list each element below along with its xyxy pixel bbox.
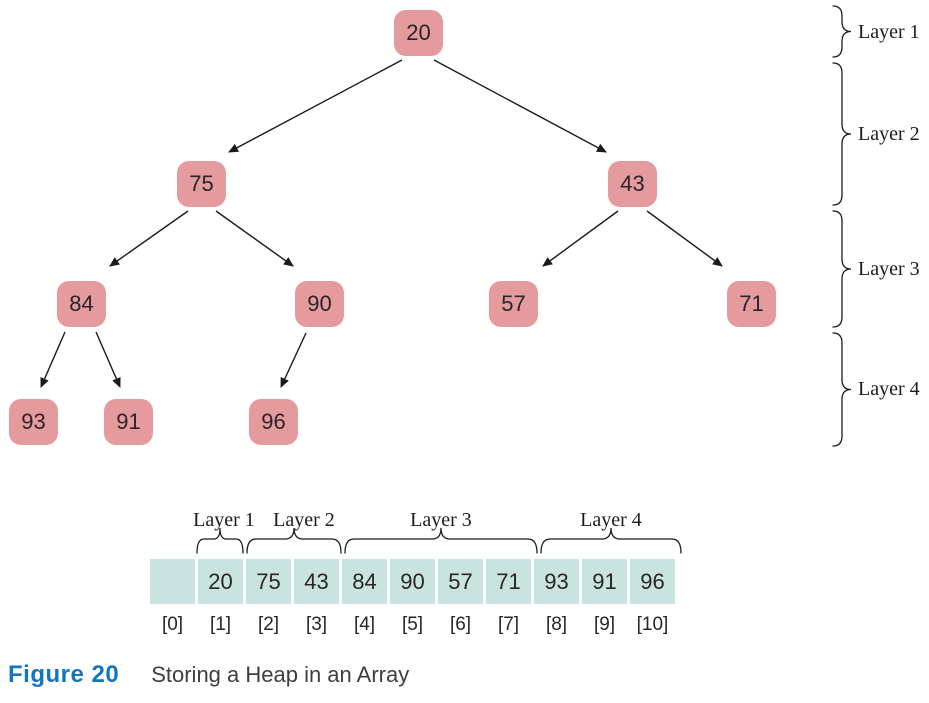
array-index-label: [2] [257, 614, 280, 635]
array-cell: 20 [198, 559, 243, 604]
layer-label-1: Layer 1 [858, 21, 920, 43]
heap-node: 84 [57, 281, 106, 327]
array-cell: 91 [582, 559, 627, 604]
tree-edges [40, 59, 723, 388]
heap-node: 75 [177, 161, 226, 207]
array-cell: 75 [246, 559, 291, 604]
array-index-label: [7] [497, 614, 520, 635]
array-cell: 93 [534, 559, 579, 604]
layer-brace [832, 5, 852, 58]
array-index-label: [9] [593, 614, 616, 635]
layer-label-2: Layer 2 [858, 123, 920, 145]
edge-arrow [542, 210, 619, 267]
array-index-label: [3] [305, 614, 328, 635]
edge-arrow [215, 210, 294, 267]
array-group-label-2: Layer 2 [273, 509, 335, 531]
array-group-label-1: Layer 1 [193, 509, 255, 531]
array-cell [150, 559, 195, 604]
edge-arrow [646, 210, 723, 267]
array-index-label: [5] [401, 614, 424, 635]
heap-node: 57 [489, 281, 538, 327]
layer-braces-right [832, 5, 852, 447]
array-cell: 71 [486, 559, 531, 604]
array-index-label: [6] [449, 614, 472, 635]
array-index-label: [4] [353, 614, 376, 635]
layer-brace [832, 210, 852, 328]
figure-title: Storing a Heap in an Array [151, 662, 410, 687]
array-index-label: [8] [545, 614, 568, 635]
heap-node: 91 [104, 399, 153, 445]
array-cell: 43 [294, 559, 339, 604]
edge-arrow [228, 59, 403, 153]
array-cell: 96 [630, 559, 675, 604]
array-cell: 84 [342, 559, 387, 604]
edge-arrow [280, 332, 307, 388]
array-group-label-3: Layer 3 [410, 509, 472, 531]
heap-node: 93 [9, 399, 58, 445]
edge-arrow [40, 331, 66, 388]
figure-number: Figure 20 [8, 661, 120, 688]
array-index-label: [0] [161, 614, 184, 635]
array-index-label: [10] [636, 614, 669, 635]
edge-arrow [109, 210, 189, 267]
layer-label-4: Layer 4 [858, 378, 920, 400]
array-cell: 57 [438, 559, 483, 604]
layer-label-3: Layer 3 [858, 258, 920, 280]
layer-brace [832, 332, 852, 447]
array-cell: 90 [390, 559, 435, 604]
edge-arrow [433, 59, 607, 153]
array-group-label-4: Layer 4 [580, 509, 642, 531]
edge-arrow [95, 331, 121, 388]
array-index-label: [1] [209, 614, 232, 635]
heap-node: 43 [608, 161, 657, 207]
layer-brace [832, 62, 852, 206]
heap-node: 96 [249, 399, 298, 445]
heap-node: 90 [295, 281, 344, 327]
figure-caption: Figure 20 Storing a Heap in an Array [8, 661, 409, 689]
heap-node: 71 [727, 281, 776, 327]
heap-node-root: 20 [394, 10, 443, 56]
